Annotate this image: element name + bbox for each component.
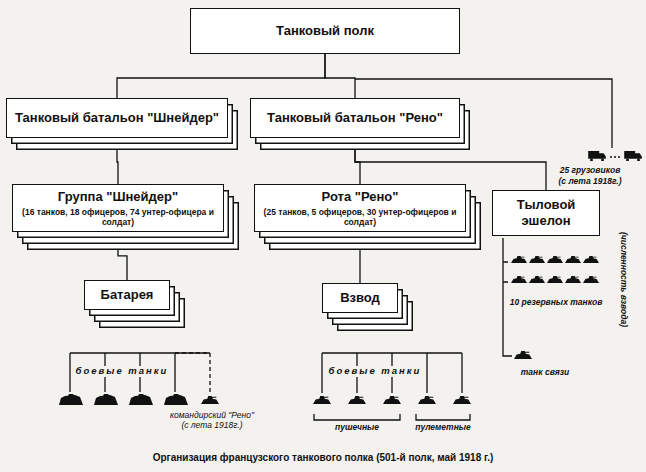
- note-label: танк связи: [521, 368, 569, 378]
- tree-connector: [359, 232, 360, 283]
- unit-name: Батарея: [101, 287, 154, 303]
- note-label: 25 грузовиков: [560, 166, 621, 176]
- command-tank-line: [175, 353, 210, 392]
- caption: Организация французского танкового полка…: [0, 452, 646, 463]
- rear-line: [503, 238, 512, 356]
- note-label: (с лета 1918г.): [559, 177, 622, 187]
- tree-connector: [118, 232, 127, 280]
- tree-connector: [325, 54, 355, 98]
- unit-box: Батарея: [84, 280, 170, 310]
- note-label: боевые танки: [74, 366, 171, 377]
- note-label: (численность взвода): [618, 232, 628, 327]
- unit-name: Тыловой эшелон: [499, 197, 593, 228]
- unit-box: Рота "Рено" (25 танков, 5 офицеров, 30 ун…: [254, 184, 466, 232]
- unit-name: Танковый батальон "Шнейдер": [15, 110, 219, 126]
- tank-bus: [70, 353, 210, 392]
- bracket: [314, 414, 470, 420]
- unit-box: Тыловой эшелон: [492, 190, 600, 236]
- note-label: боевые танки: [327, 366, 424, 377]
- note-label: (с лета 1918г.): [181, 421, 242, 431]
- unit-box: Танковый полк: [190, 8, 460, 54]
- note-label: командирский "Рено": [170, 411, 254, 421]
- note-label: пулеметные: [415, 423, 471, 433]
- unit-name: Группа "Шнейдер": [58, 189, 178, 205]
- tree-connector: [355, 138, 360, 184]
- tank-bus: [322, 353, 462, 393]
- note-label: 10 резервных танков: [510, 298, 603, 308]
- unit-name: Взвод: [340, 290, 380, 306]
- unit-box: Группа "Шнейдер" (16 танков, 18 офицеров,…: [12, 184, 224, 232]
- unit-name: Танковый батальон "Рено": [267, 110, 443, 126]
- unit-name: Танковый полк: [276, 23, 374, 39]
- unit-box: Взвод: [322, 283, 398, 313]
- tree-connector: [355, 138, 546, 190]
- unit-box: Танковый батальон "Рено": [250, 98, 460, 138]
- unit-strength: (16 танков, 18 офицеров, 74 унтер-офицер…: [19, 207, 217, 227]
- note-label: пушечные: [335, 423, 379, 433]
- tree-connector: [117, 54, 325, 98]
- tree-connector: [117, 138, 118, 184]
- unit-box: Танковый батальон "Шнейдер": [6, 98, 228, 138]
- unit-name: Рота "Рено": [322, 189, 399, 205]
- unit-strength: (25 танков, 5 офицеров, 30 унтер-офицеро…: [261, 207, 459, 227]
